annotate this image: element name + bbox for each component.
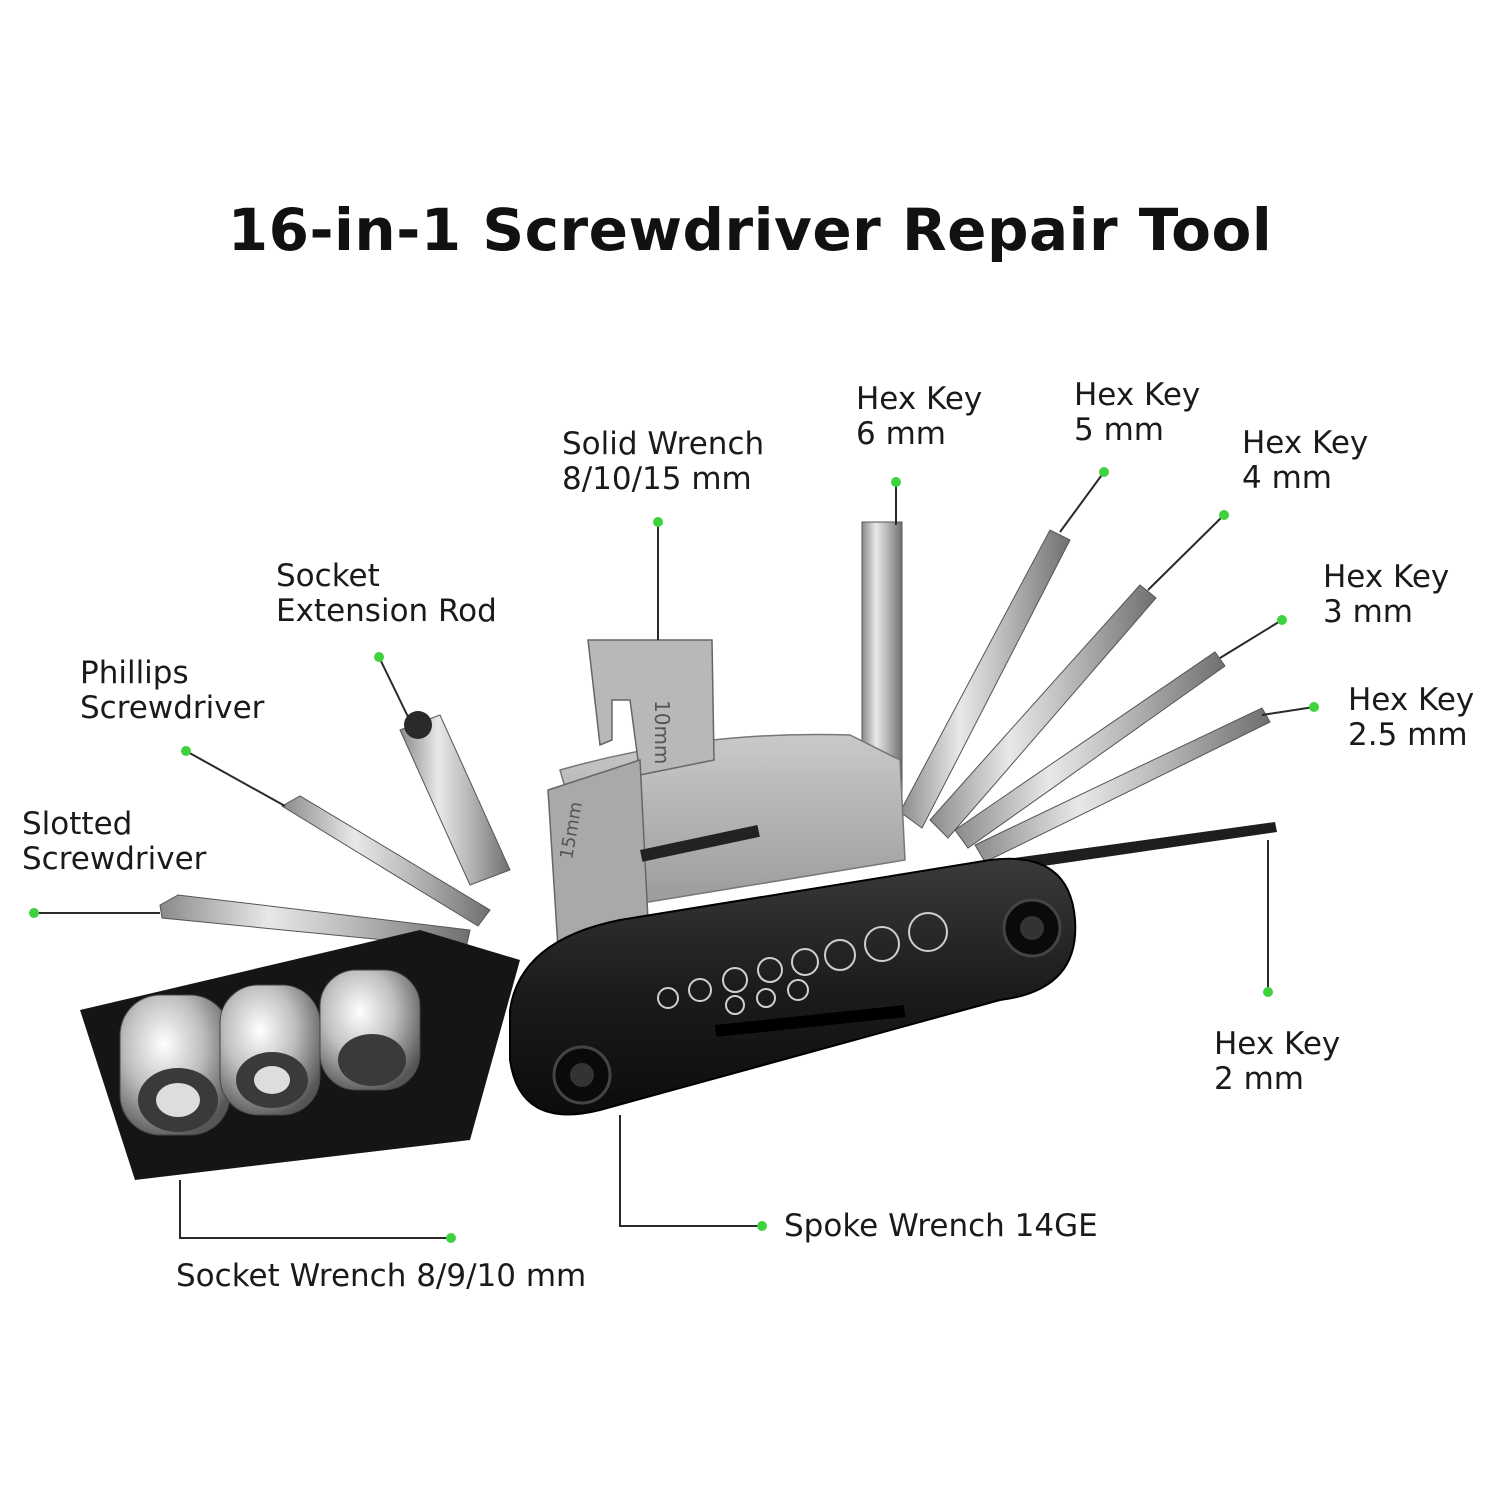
dot-hex-6	[891, 477, 901, 487]
black-handle	[509, 857, 1077, 1116]
hex-key-5mm	[899, 529, 1071, 829]
dot-spoke	[757, 1221, 767, 1231]
leader-spoke	[619, 1115, 762, 1227]
hex-key-2-5mm	[974, 707, 1271, 863]
dot-hex-3	[1277, 615, 1287, 625]
center-plate	[559, 733, 906, 911]
dot-solid-wrench	[653, 517, 663, 527]
label-hex-key-2mm: Hex Key 2 mm	[1214, 1026, 1341, 1097]
label-socket-wrench: Socket Wrench 8/9/10 mm	[176, 1258, 587, 1294]
label-hex-key-2-5mm: Hex Key 2.5 mm	[1348, 682, 1475, 753]
label-solid-wrench: Solid Wrench 8/10/15 mm	[562, 426, 765, 497]
label-hex-key-4mm: Hex Key 4 mm	[1242, 425, 1369, 496]
socket-10mm	[319, 969, 421, 1091]
label-slotted-screwdriver: Slotted Screwdriver	[22, 806, 207, 877]
label-dots	[29, 467, 1319, 1243]
leader-hex-5	[1059, 471, 1105, 533]
label-hex-key-6mm: Hex Key 6 mm	[856, 381, 983, 452]
dot-phillips	[181, 746, 191, 756]
leader-lines	[34, 471, 1315, 1239]
leader-hex-4	[1147, 514, 1225, 591]
leader-socket-wrench	[179, 1180, 451, 1239]
page-title: 16-in-1 Screwdriver Repair Tool	[227, 196, 1273, 264]
dot-hex-2	[1263, 987, 1273, 997]
leader-hex-2-5	[1261, 706, 1315, 716]
hex-key-4mm	[929, 584, 1157, 839]
leader-hex-3	[1219, 619, 1283, 659]
label-socket-extension-rod: Socket Extension Rod	[276, 558, 497, 629]
socket-8mm	[119, 994, 231, 1136]
leader-phillips	[185, 750, 286, 807]
dot-hex-4	[1219, 510, 1229, 520]
tool-group: 10mm 15mm	[80, 521, 1277, 1180]
dot-socket-wrench	[446, 1233, 456, 1243]
label-hex-key-3mm: Hex Key 3 mm	[1323, 559, 1450, 630]
leader-socket-ext	[378, 656, 413, 726]
dot-socket-ext	[374, 652, 384, 662]
dot-hex-5	[1099, 467, 1109, 477]
phillips-screwdriver	[281, 795, 491, 927]
slotted-screwdriver	[159, 894, 471, 949]
dot-slotted	[29, 908, 39, 918]
hex-key-2mm	[1000, 822, 1277, 872]
wrench-10mm-engraving: 10mm	[650, 700, 674, 764]
label-spoke-wrench: Spoke Wrench 14GE	[784, 1208, 1098, 1244]
dot-hex-2-5	[1309, 702, 1319, 712]
socket-extension-rod	[399, 711, 511, 886]
label-hex-key-5mm: Hex Key 5 mm	[1074, 377, 1201, 448]
hex-key-3mm	[954, 651, 1226, 849]
socket-9mm	[219, 984, 321, 1116]
label-phillips-screwdriver: Phillips Screwdriver	[80, 655, 265, 726]
